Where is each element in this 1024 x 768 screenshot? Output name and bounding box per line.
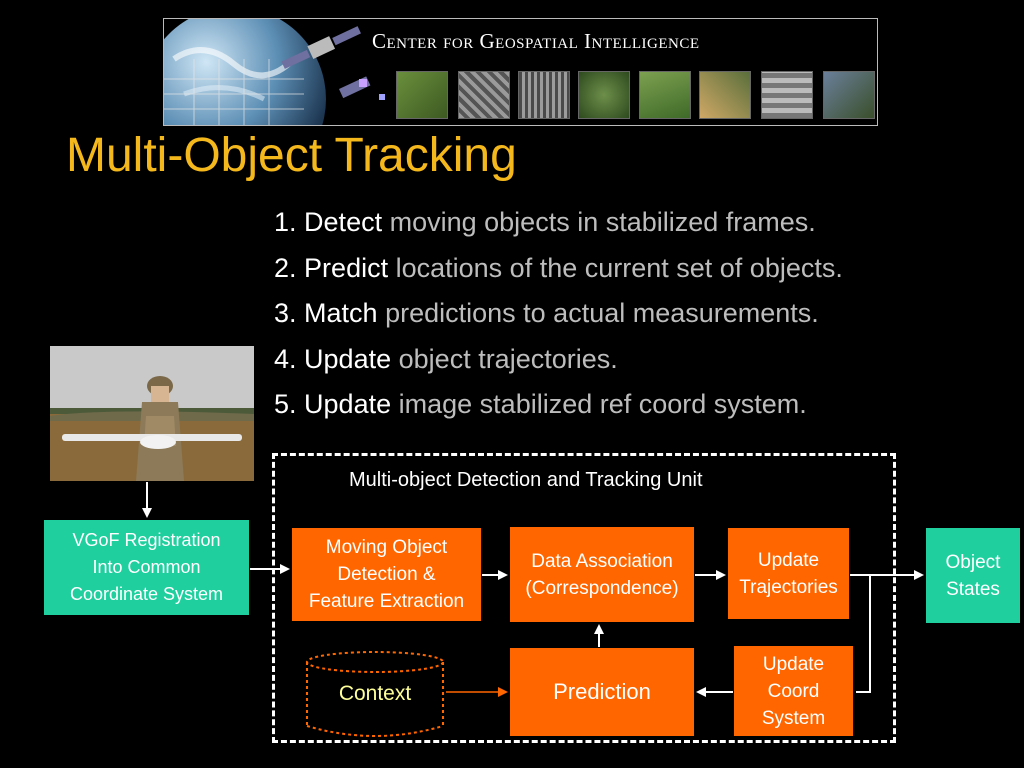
step-item: 2. Predict locations of the current set … xyxy=(274,252,843,283)
globe-satellite-graphic xyxy=(164,19,385,125)
thumbnail-vegetation xyxy=(639,71,691,119)
thumbnail-satellite xyxy=(823,71,875,119)
page-title: Multi-Object Tracking xyxy=(66,129,517,182)
unit-border xyxy=(272,453,896,743)
update-trajectories-box: Update Trajectories xyxy=(728,528,849,619)
step-item: 4. Update object trajectories. xyxy=(274,343,618,374)
soldier-uav-photo xyxy=(50,346,254,481)
thumbnail-city xyxy=(761,71,813,119)
thumbnail-terrain xyxy=(458,71,510,119)
thumbnail-aerial xyxy=(699,71,751,119)
steps-list: 1. Detect moving objects in stabilized f… xyxy=(274,200,843,428)
prediction-box: Prediction xyxy=(510,648,694,736)
thumbnail-urban xyxy=(518,71,570,119)
line-trajectories-to-coord xyxy=(856,575,871,693)
vgof-registration-box: VGoF Registration Into Common Coordinate… xyxy=(44,520,249,615)
context-label: Context xyxy=(338,682,412,705)
step-item: 5. Update image stabilized ref coord sys… xyxy=(274,389,807,419)
context-cylinder: Context xyxy=(304,650,446,738)
banner-title: Center for Geospatial Intelligence xyxy=(372,29,700,53)
thumbnail-field xyxy=(578,71,630,119)
unit-title: Multi-object Detection and Tracking Unit xyxy=(349,469,703,491)
update-coord-system-box: Update Coord System xyxy=(734,646,853,736)
banner: Center for Geospatial Intelligence xyxy=(163,18,878,126)
data-association-box: Data Association (Correspondence) xyxy=(510,527,694,622)
moving-object-detection-box: Moving Object Detection & Feature Extrac… xyxy=(292,528,481,621)
step-item: 3. Match predictions to actual measureme… xyxy=(274,298,819,328)
thumbnail-map xyxy=(396,71,448,119)
step-item: 1. Detect moving objects in stabilized f… xyxy=(274,207,816,237)
object-states-box: Object States xyxy=(926,528,1020,623)
